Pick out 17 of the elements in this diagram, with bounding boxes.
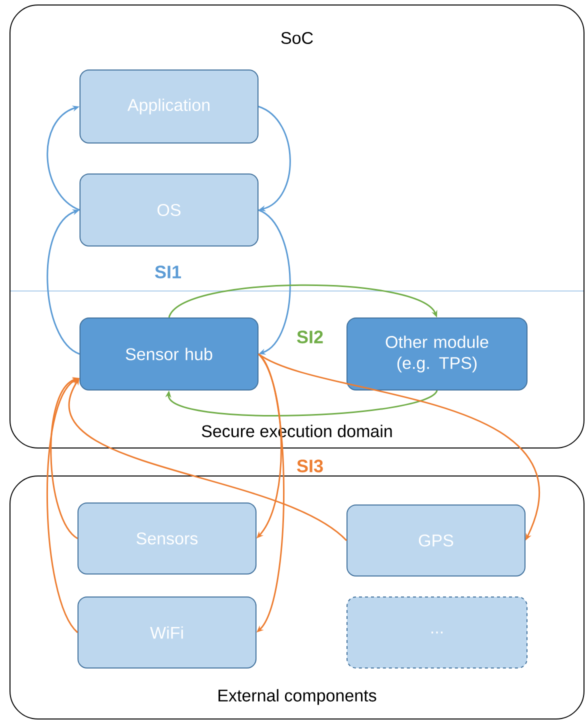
arrow — [258, 106, 291, 212]
component-box: Other module (e.g. TPS) — [346, 318, 528, 390]
component-box: OS — [80, 174, 258, 246]
component-box: ... — [346, 596, 528, 668]
interface-label: SI1 — [155, 266, 182, 278]
arrow — [258, 209, 291, 355]
component-box: WiFi — [78, 596, 256, 668]
interface-label: SI2 — [297, 330, 323, 344]
arrow — [165, 390, 438, 416]
component-box: Sensor hub — [80, 318, 258, 390]
arrow — [46, 106, 80, 211]
arrow — [168, 284, 438, 318]
component-box: Sensors — [78, 502, 256, 574]
arrow — [46, 209, 80, 355]
interface-label: SI3 — [297, 460, 323, 472]
component-box: GPS — [346, 504, 526, 576]
component-box: Application — [80, 70, 258, 144]
